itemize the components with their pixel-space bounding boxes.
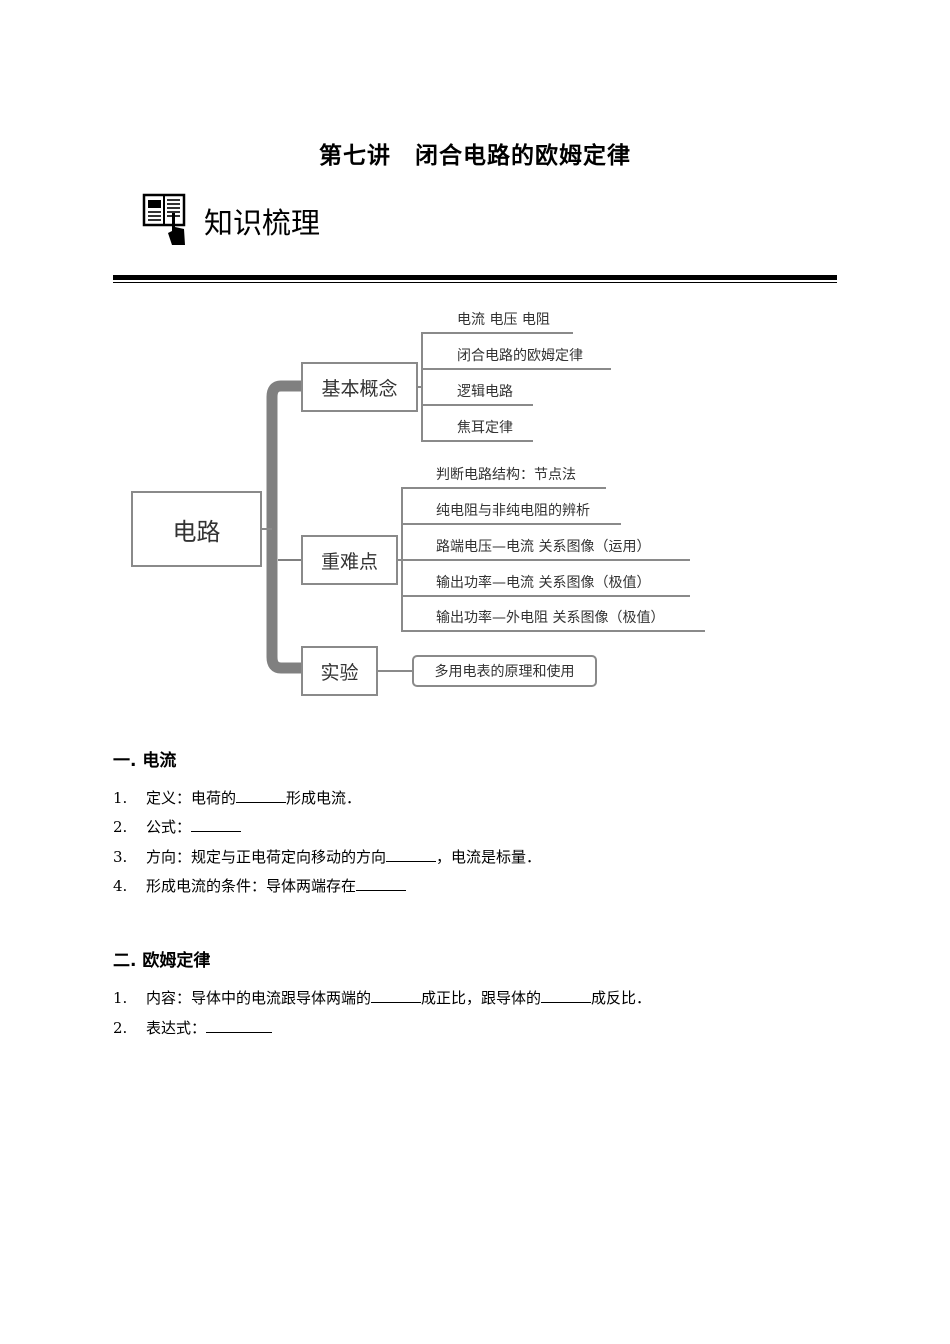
branch-label: 基本概念: [321, 377, 398, 400]
fill-blank[interactable]: [236, 788, 287, 803]
list-item: 2.表达式：: [113, 1017, 273, 1038]
fill-blank[interactable]: [386, 847, 437, 862]
leaf-pill: 多用电表的原理和使用: [412, 655, 597, 687]
fill-blank[interactable]: [191, 817, 242, 832]
leaf: 路端电压—电流 关系图像（运用）: [436, 539, 651, 555]
leaf: 电流 电压 电阻: [457, 312, 550, 328]
leaf: 焦耳定律: [457, 420, 513, 436]
branch-label: 重难点: [320, 550, 378, 573]
leaf: 逻辑电路: [457, 384, 513, 400]
fill-blank[interactable]: [541, 988, 592, 1003]
list-item: 2.公式：: [113, 816, 242, 837]
root-label: 电路: [172, 517, 221, 546]
fill-blank[interactable]: [206, 1018, 273, 1033]
fill-blank[interactable]: [356, 876, 407, 891]
divider-thin: [113, 282, 837, 283]
section-heading-ohms-law: 二. 欧姆定律: [113, 951, 211, 971]
list-item: 4.形成电流的条件：导体两端存在: [113, 875, 407, 896]
divider-thick: [113, 275, 837, 280]
book-hand-icon: [142, 193, 188, 249]
branch-experiment: 实验: [301, 646, 378, 696]
mindmap-root: 电路: [131, 491, 262, 567]
list-item: 1.定义：电荷的形成电流．: [113, 788, 362, 807]
branch-key-difficulties: 重难点: [301, 535, 398, 585]
list-item: 3.方向：规定与正电荷定向移动的方向，电流是标量．: [113, 847, 542, 866]
branch-basic-concepts: 基本概念: [301, 362, 418, 412]
section-heading-current: 一. 电流: [113, 751, 177, 771]
branch-label: 实验: [320, 661, 359, 684]
list-item: 1.内容：导体中的电流跟导体两端的成正比，跟导体的成反比．: [113, 988, 652, 1007]
section-banner-label: 知识梳理: [204, 206, 321, 240]
leaf-label: 多用电表的原理和使用: [434, 664, 575, 680]
leaf: 闭合电路的欧姆定律: [457, 348, 583, 364]
page-title: 第七讲 闭合电路的欧姆定律: [319, 143, 631, 169]
fill-blank[interactable]: [371, 988, 422, 1003]
leaf: 判断电路结构：节点法: [436, 467, 576, 483]
leaf: 输出功率—外电阻 关系图像（极值）: [436, 610, 665, 626]
mindmap-trunk: [262, 380, 301, 674]
leaf: 输出功率—电流 关系图像（极值）: [436, 575, 651, 591]
leaf: 纯电阻与非纯电阻的辨析: [436, 503, 590, 519]
